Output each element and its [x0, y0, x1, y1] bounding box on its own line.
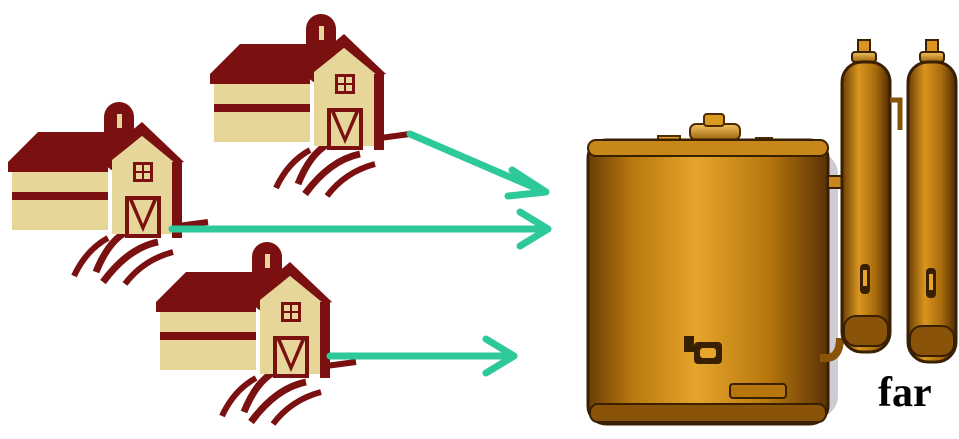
farm-barn-icon — [210, 14, 410, 196]
farm-barn-icon — [8, 102, 208, 284]
gas-cylinder-icon — [840, 39, 892, 354]
caption-text: far — [878, 370, 932, 416]
gas-cylinder-icon — [890, 39, 958, 364]
flow-arrow-icon — [168, 208, 552, 250]
farm-barn-icon — [156, 242, 356, 424]
storage-tank-icon — [586, 113, 849, 426]
flow-arrow-icon — [326, 335, 518, 377]
flow-arrow-icon — [406, 130, 550, 200]
